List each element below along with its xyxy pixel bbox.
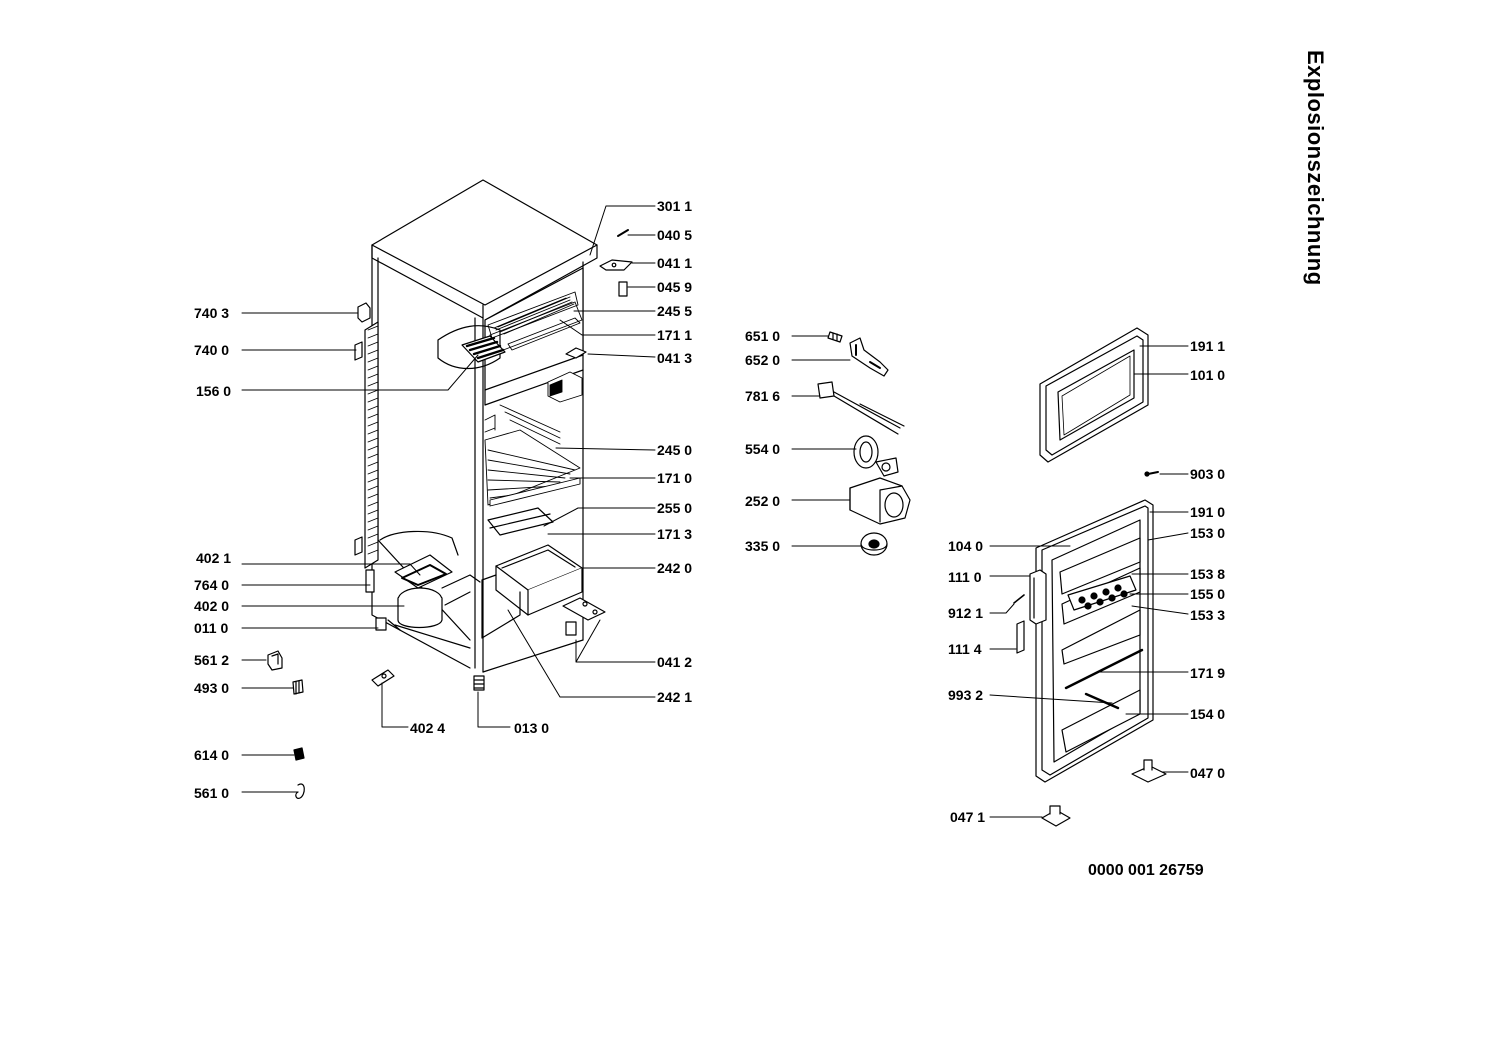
- part-label: 740 0: [194, 342, 230, 358]
- part-label: 912 1: [948, 605, 984, 621]
- part-label: 111 4: [948, 641, 982, 657]
- part-label: 153 8: [1190, 566, 1226, 582]
- compressor: [366, 531, 480, 648]
- relay-cover: [268, 651, 282, 670]
- crisper-drawer: [482, 545, 582, 638]
- part-label: 781 6: [745, 388, 781, 404]
- part-label: 111 0: [948, 569, 982, 585]
- part-label: 614 0: [194, 747, 230, 763]
- part-label: 040 5: [657, 227, 693, 243]
- mounting-bracket: [372, 670, 394, 686]
- part-label: 171 3: [657, 526, 693, 542]
- handle-cover: [1017, 621, 1024, 653]
- document-number: 0000 001 26759: [1088, 862, 1204, 879]
- foot: [376, 618, 484, 690]
- part-label: 191 0: [1190, 504, 1226, 520]
- part-label: 045 9: [657, 279, 693, 295]
- part-label: 047 0: [1190, 765, 1226, 781]
- part-label: 041 2: [657, 654, 693, 670]
- freezer-door: [1040, 328, 1148, 462]
- relay: [293, 680, 303, 694]
- part-label: 171 1: [657, 327, 693, 343]
- part-label: 402 0: [194, 598, 230, 614]
- thermostat-knob: [861, 533, 887, 555]
- part-label: 242 1: [657, 689, 693, 705]
- part-label: 011 0: [194, 620, 229, 636]
- part-label: 153 3: [1190, 607, 1226, 623]
- part-label: 245 5: [657, 303, 693, 319]
- condenser: [355, 303, 378, 568]
- top-hinge: [566, 230, 632, 358]
- glass-shelf: [488, 508, 553, 535]
- fridge-shelf: [485, 415, 580, 506]
- part-label: 252 0: [745, 493, 781, 509]
- part-label: 402 1: [196, 550, 232, 566]
- part-label: 171 0: [657, 470, 693, 486]
- page-title: Explosionszeichnung: [1303, 50, 1328, 286]
- leader-lines: [242, 206, 1188, 817]
- part-label: 171 9: [1190, 665, 1226, 681]
- thermostat-assembly: [818, 332, 904, 434]
- door-hinge: [1132, 760, 1166, 782]
- part-label: 335 0: [745, 538, 781, 554]
- part-label: 013 0: [514, 720, 550, 736]
- bottom-hinge: [563, 598, 605, 635]
- part-label: 154 0: [1190, 706, 1226, 722]
- spring-clip: [296, 784, 304, 798]
- part-label: 156 0: [196, 383, 232, 399]
- lamp-cover: [854, 436, 898, 476]
- clip: [294, 748, 304, 760]
- fridge-door: [1030, 500, 1153, 782]
- part-label: 554 0: [745, 441, 781, 457]
- part-label: 191 1: [1190, 338, 1226, 354]
- part-label: 047 1: [950, 809, 986, 825]
- part-label: 740 3: [194, 305, 230, 321]
- part-label: 651 0: [745, 328, 781, 344]
- part-label: 301 1: [657, 198, 693, 214]
- part-label: 242 0: [657, 560, 693, 576]
- part-label: 652 0: [745, 352, 781, 368]
- light-housing: [850, 478, 910, 524]
- part-label: 041 3: [657, 350, 693, 366]
- screw: [1145, 472, 1158, 476]
- part-label: 245 0: [657, 442, 693, 458]
- part-label: 493 0: [194, 680, 230, 696]
- part-label: 153 0: [1190, 525, 1226, 541]
- part-label: 104 0: [948, 538, 984, 554]
- part-label: 993 2: [948, 687, 984, 703]
- part-label: 903 0: [1190, 466, 1226, 482]
- small-screw: [1014, 595, 1024, 603]
- part-label: 041 1: [657, 255, 693, 271]
- part-label: 561 0: [194, 785, 230, 801]
- part-label: 255 0: [657, 500, 693, 516]
- part-label: 764 0: [194, 577, 230, 593]
- part-label: 155 0: [1190, 586, 1226, 602]
- part-label: 101 0: [1190, 367, 1226, 383]
- door-hinge-pin: [1042, 806, 1070, 826]
- part-label: 561 2: [194, 652, 230, 668]
- part-label: 402 4: [410, 720, 446, 736]
- ice-tray: [438, 326, 505, 369]
- evaporator: [500, 372, 582, 444]
